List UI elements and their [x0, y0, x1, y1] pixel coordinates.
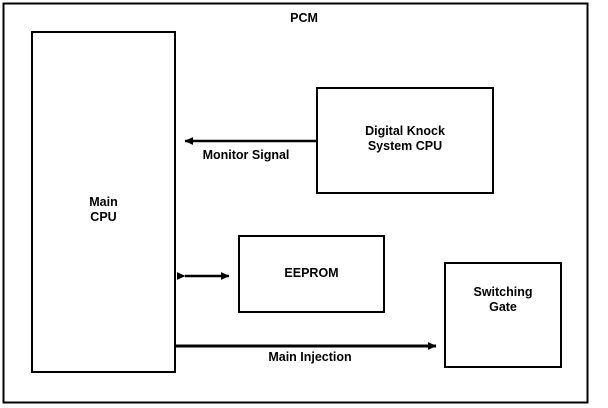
node-box-main-cpu[interactable] — [31, 31, 176, 373]
node-box-knock-cpu[interactable] — [316, 87, 494, 194]
node-box-eeprom[interactable] — [238, 235, 385, 313]
node-box-switching-gate[interactable] — [444, 262, 562, 368]
pcm-outer-frame — [2, 2, 589, 404]
